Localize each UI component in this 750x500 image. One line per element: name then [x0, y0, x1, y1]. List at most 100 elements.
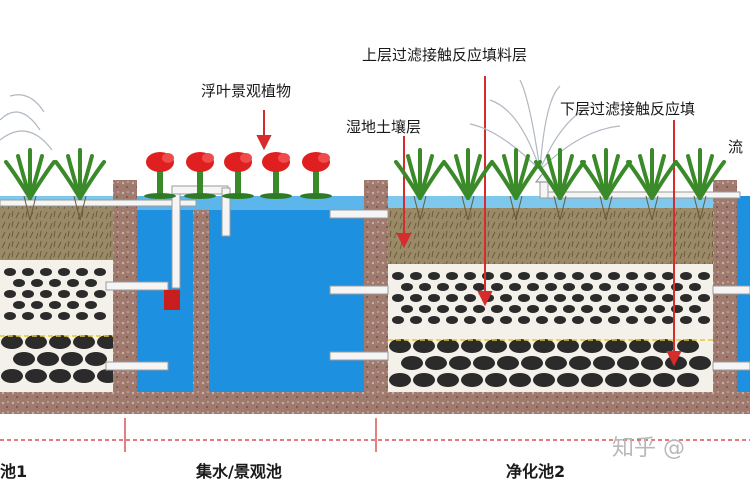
stone: [617, 305, 629, 313]
stone: [536, 294, 548, 302]
stone: [392, 294, 404, 302]
stone: [413, 373, 435, 387]
zone-label-collect-pool: 集水/景观池: [196, 462, 282, 481]
plant: [4, 148, 56, 221]
flower: [260, 152, 292, 199]
stone: [437, 373, 459, 387]
stone: [94, 290, 106, 298]
flower-stem: [235, 170, 241, 196]
plant-root: [599, 195, 613, 221]
stone: [590, 294, 602, 302]
stone: [85, 352, 107, 366]
stone: [67, 279, 79, 287]
stone: [698, 272, 710, 280]
stone: [40, 312, 52, 320]
plant-root: [693, 195, 707, 221]
stone: [500, 272, 512, 280]
stone: [689, 356, 711, 370]
stone: [599, 283, 611, 291]
stone: [25, 335, 47, 349]
stone: [392, 316, 404, 324]
stone: [581, 283, 593, 291]
stone: [644, 294, 656, 302]
pipes: [0, 175, 750, 371]
stone: [572, 294, 584, 302]
stone: [61, 352, 83, 366]
stone: [518, 316, 530, 324]
stone: [482, 272, 494, 280]
stone: [73, 369, 95, 383]
plant-leaf: [78, 160, 106, 200]
stone: [437, 283, 449, 291]
stone: [94, 268, 106, 276]
floating-leaf: [260, 193, 292, 199]
stone: [665, 356, 687, 370]
stone: [464, 294, 476, 302]
stone: [49, 301, 61, 309]
stone: [617, 283, 629, 291]
stone: [608, 294, 620, 302]
stone: [49, 335, 71, 349]
stone: [4, 268, 16, 276]
stone: [653, 373, 675, 387]
flower: [300, 152, 332, 199]
stone: [698, 316, 710, 324]
wetland-plants: [4, 148, 726, 221]
stone: [599, 305, 611, 313]
stone: [85, 301, 97, 309]
floating-leaf: [184, 193, 216, 199]
flower-petal: [162, 153, 174, 163]
stone: [473, 283, 485, 291]
stone: [557, 339, 579, 353]
plant-root: [509, 195, 523, 221]
stone: [22, 268, 34, 276]
stone: [677, 373, 699, 387]
stone: [626, 316, 638, 324]
base-slab: [0, 392, 750, 414]
pointer-arrows: [256, 76, 682, 367]
plant-root: [645, 195, 659, 221]
stone: [428, 316, 440, 324]
stone: [518, 294, 530, 302]
stone: [446, 294, 458, 302]
stone: [680, 316, 692, 324]
stone: [25, 369, 47, 383]
plant-root: [23, 195, 37, 221]
label-lower-filter: 下层过滤接触反应填: [560, 100, 696, 118]
stone: [464, 316, 476, 324]
stone: [67, 301, 79, 309]
stone: [626, 294, 638, 302]
stone: [389, 373, 411, 387]
stone: [473, 305, 485, 313]
label-flow-partial: 流: [728, 138, 744, 156]
stone: [410, 272, 422, 280]
stone: [662, 272, 674, 280]
stone: [641, 356, 663, 370]
stone: [662, 294, 674, 302]
stone: [629, 373, 651, 387]
stone: [4, 312, 16, 320]
stone: [461, 339, 483, 353]
stone: [40, 290, 52, 298]
stone: [608, 316, 620, 324]
flower-petal: [240, 153, 252, 163]
plant: [394, 148, 446, 221]
stone: [49, 369, 71, 383]
collect-pool-water-b: [209, 208, 364, 392]
stone: [545, 283, 557, 291]
stone: [605, 373, 627, 387]
stone: [533, 339, 555, 353]
stone: [680, 294, 692, 302]
stone: [593, 356, 615, 370]
flower: [222, 152, 254, 199]
flower: [144, 152, 176, 199]
stone: [428, 294, 440, 302]
flower-stem: [157, 170, 163, 196]
stone: [536, 316, 548, 324]
stone: [572, 316, 584, 324]
stone: [527, 305, 539, 313]
stone: [49, 279, 61, 287]
label-floating-plant: 浮叶景观植物: [201, 82, 292, 100]
stone: [76, 312, 88, 320]
stone: [581, 339, 603, 353]
